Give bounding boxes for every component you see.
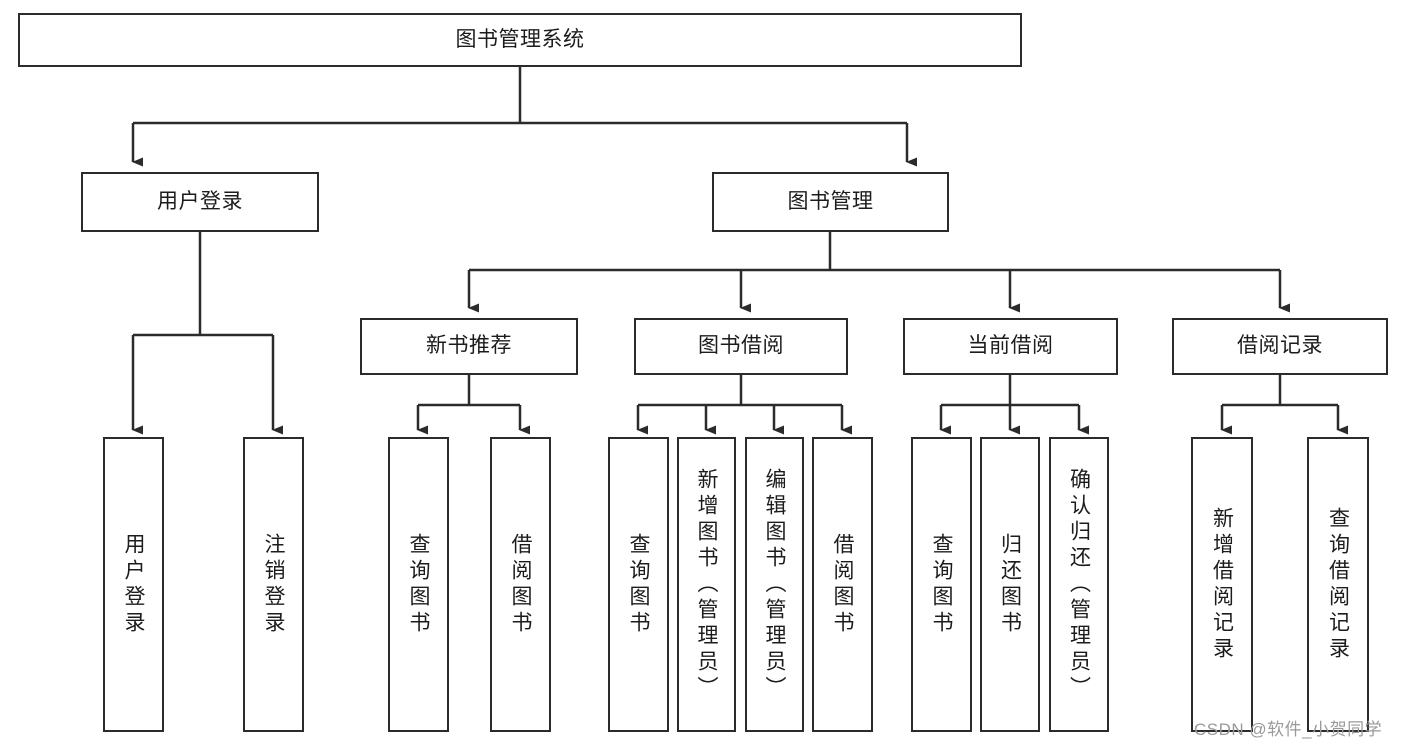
- node-label: 借阅图书: [509, 532, 532, 637]
- node-label: 图书管理: [787, 189, 874, 213]
- node-label: 查询图书: [627, 532, 650, 637]
- leaf-query-borrow-record[interactable]: 查询借阅记录: [1307, 437, 1369, 732]
- node-user-login[interactable]: 用户登录: [81, 172, 319, 232]
- leaf-add-borrow-record[interactable]: 新增借阅记录: [1191, 437, 1253, 732]
- node-label: 确认归还（管理员）: [1067, 467, 1091, 702]
- node-label: 用户登录: [157, 189, 243, 213]
- node-label: 图书借阅: [698, 334, 784, 358]
- leaf-edit-book-admin[interactable]: 编辑图书（管理员）: [745, 437, 804, 732]
- node-label: 查询借阅记录: [1326, 506, 1350, 663]
- leaf-user-login[interactable]: 用户登录: [103, 437, 164, 732]
- leaf-query-book-borrow[interactable]: 查询图书: [608, 437, 669, 732]
- leaf-logout[interactable]: 注销登录: [243, 437, 304, 732]
- node-label: 新书推荐: [426, 334, 512, 358]
- node-label: 图书管理系统: [455, 27, 585, 51]
- node-new-book-recommend[interactable]: 新书推荐: [360, 318, 578, 375]
- node-label: 当前借阅: [967, 334, 1054, 358]
- leaf-add-book-admin[interactable]: 新增图书（管理员）: [677, 437, 736, 732]
- leaf-return-book[interactable]: 归还图书: [980, 437, 1040, 732]
- node-label: 注销登录: [262, 532, 285, 637]
- node-label: 编辑图书（管理员）: [763, 467, 786, 702]
- node-label: 用户登录: [122, 532, 145, 637]
- node-label: 归还图书: [998, 532, 1022, 637]
- leaf-query-book-current[interactable]: 查询图书: [911, 437, 972, 732]
- node-label: 新增图书（管理员）: [695, 467, 718, 702]
- leaf-borrow-book[interactable]: 借阅图书: [812, 437, 873, 732]
- node-label: 新增借阅记录: [1210, 506, 1234, 663]
- node-label: 借阅图书: [831, 532, 854, 637]
- node-root[interactable]: 图书管理系统: [18, 13, 1022, 67]
- node-label: 查询图书: [407, 532, 430, 637]
- leaf-query-book-recommend[interactable]: 查询图书: [388, 437, 449, 732]
- leaf-confirm-return-admin[interactable]: 确认归还（管理员）: [1049, 437, 1109, 732]
- leaf-borrow-book-recommend[interactable]: 借阅图书: [490, 437, 551, 732]
- node-label: 借阅记录: [1237, 334, 1323, 358]
- node-book-borrow[interactable]: 图书借阅: [634, 318, 848, 375]
- node-book-management[interactable]: 图书管理: [712, 172, 949, 232]
- node-borrow-records[interactable]: 借阅记录: [1172, 318, 1388, 375]
- node-current-borrow[interactable]: 当前借阅: [903, 318, 1118, 375]
- node-label: 查询图书: [930, 532, 953, 637]
